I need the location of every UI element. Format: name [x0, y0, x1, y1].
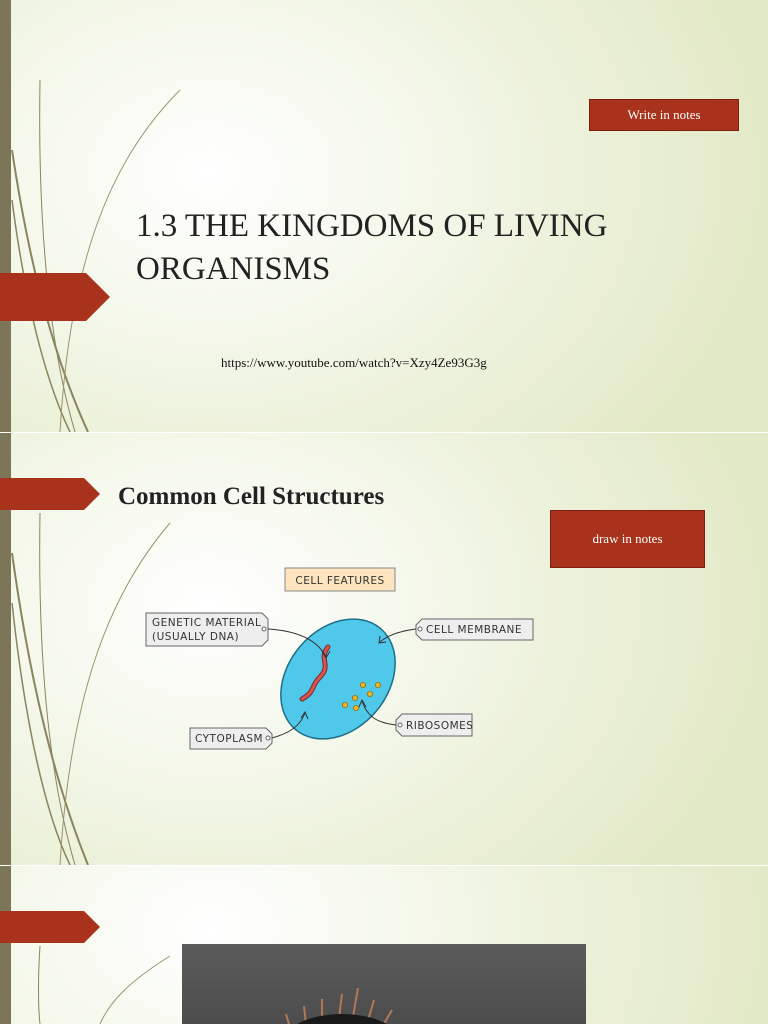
cell-diagram: CELL FEATURES GENETIC MATERIAL (USUALLY … — [145, 567, 534, 750]
genetic-material-label: GENETIC MATERIAL — [152, 617, 261, 629]
ribosome-dots — [341, 682, 381, 711]
decorative-swirl — [38, 945, 171, 1024]
page-title: 1.3 THE KINGDOMS OF LIVING ORGANISMS — [136, 205, 607, 291]
youtube-link[interactable]: https://www.youtube.com/watch?v=Xzy4Ze93… — [221, 355, 487, 370]
genetic-material-tag — [145, 612, 269, 647]
genetic-material-sublabel: (USUALLY DNA) — [152, 631, 239, 643]
cell-membrane-label: CELL MEMBRANE — [426, 624, 522, 636]
slide-cell-structures: Common Cell Structures draw in notes CEL… — [0, 433, 768, 865]
cell-body — [280, 618, 396, 740]
title-line-1: 1.3 THE KINGDOMS OF LIVING — [136, 208, 608, 244]
section-title: Common Cell Structures — [118, 483, 385, 510]
ribosomes-label: RIBOSOMES — [406, 720, 473, 732]
write-in-notes-button[interactable]: Write in notes — [589, 99, 739, 131]
slide-left-bar — [0, 866, 11, 1024]
slide-tab-marker — [0, 911, 100, 943]
slide-left-bar — [0, 433, 11, 865]
title-line-2: ORGANISMS — [136, 251, 331, 287]
slide-next — [0, 866, 768, 1024]
cell-image — [182, 944, 586, 1024]
decorative-swirl — [11, 512, 171, 865]
slide-title: Write in notes 1.3 THE KINGDOMS OF LIVIN… — [0, 0, 768, 432]
cell-image-graphic — [285, 987, 393, 1024]
slide-left-bar — [0, 0, 11, 432]
cytoplasm-tag — [189, 727, 273, 750]
cell-membrane-tag — [415, 618, 534, 641]
cell-features-heading-box — [284, 567, 396, 592]
draw-in-notes-button[interactable]: draw in notes — [550, 510, 705, 568]
cytoplasm-label: CYTOPLASM — [195, 733, 263, 745]
leader-arrows — [267, 628, 417, 739]
ribosomes-tag — [395, 713, 473, 737]
dna-strand — [300, 645, 330, 701]
slide-tab-marker — [0, 273, 110, 321]
cell-features-heading: CELL FEATURES — [295, 575, 384, 587]
slide-tab-marker — [0, 478, 100, 510]
